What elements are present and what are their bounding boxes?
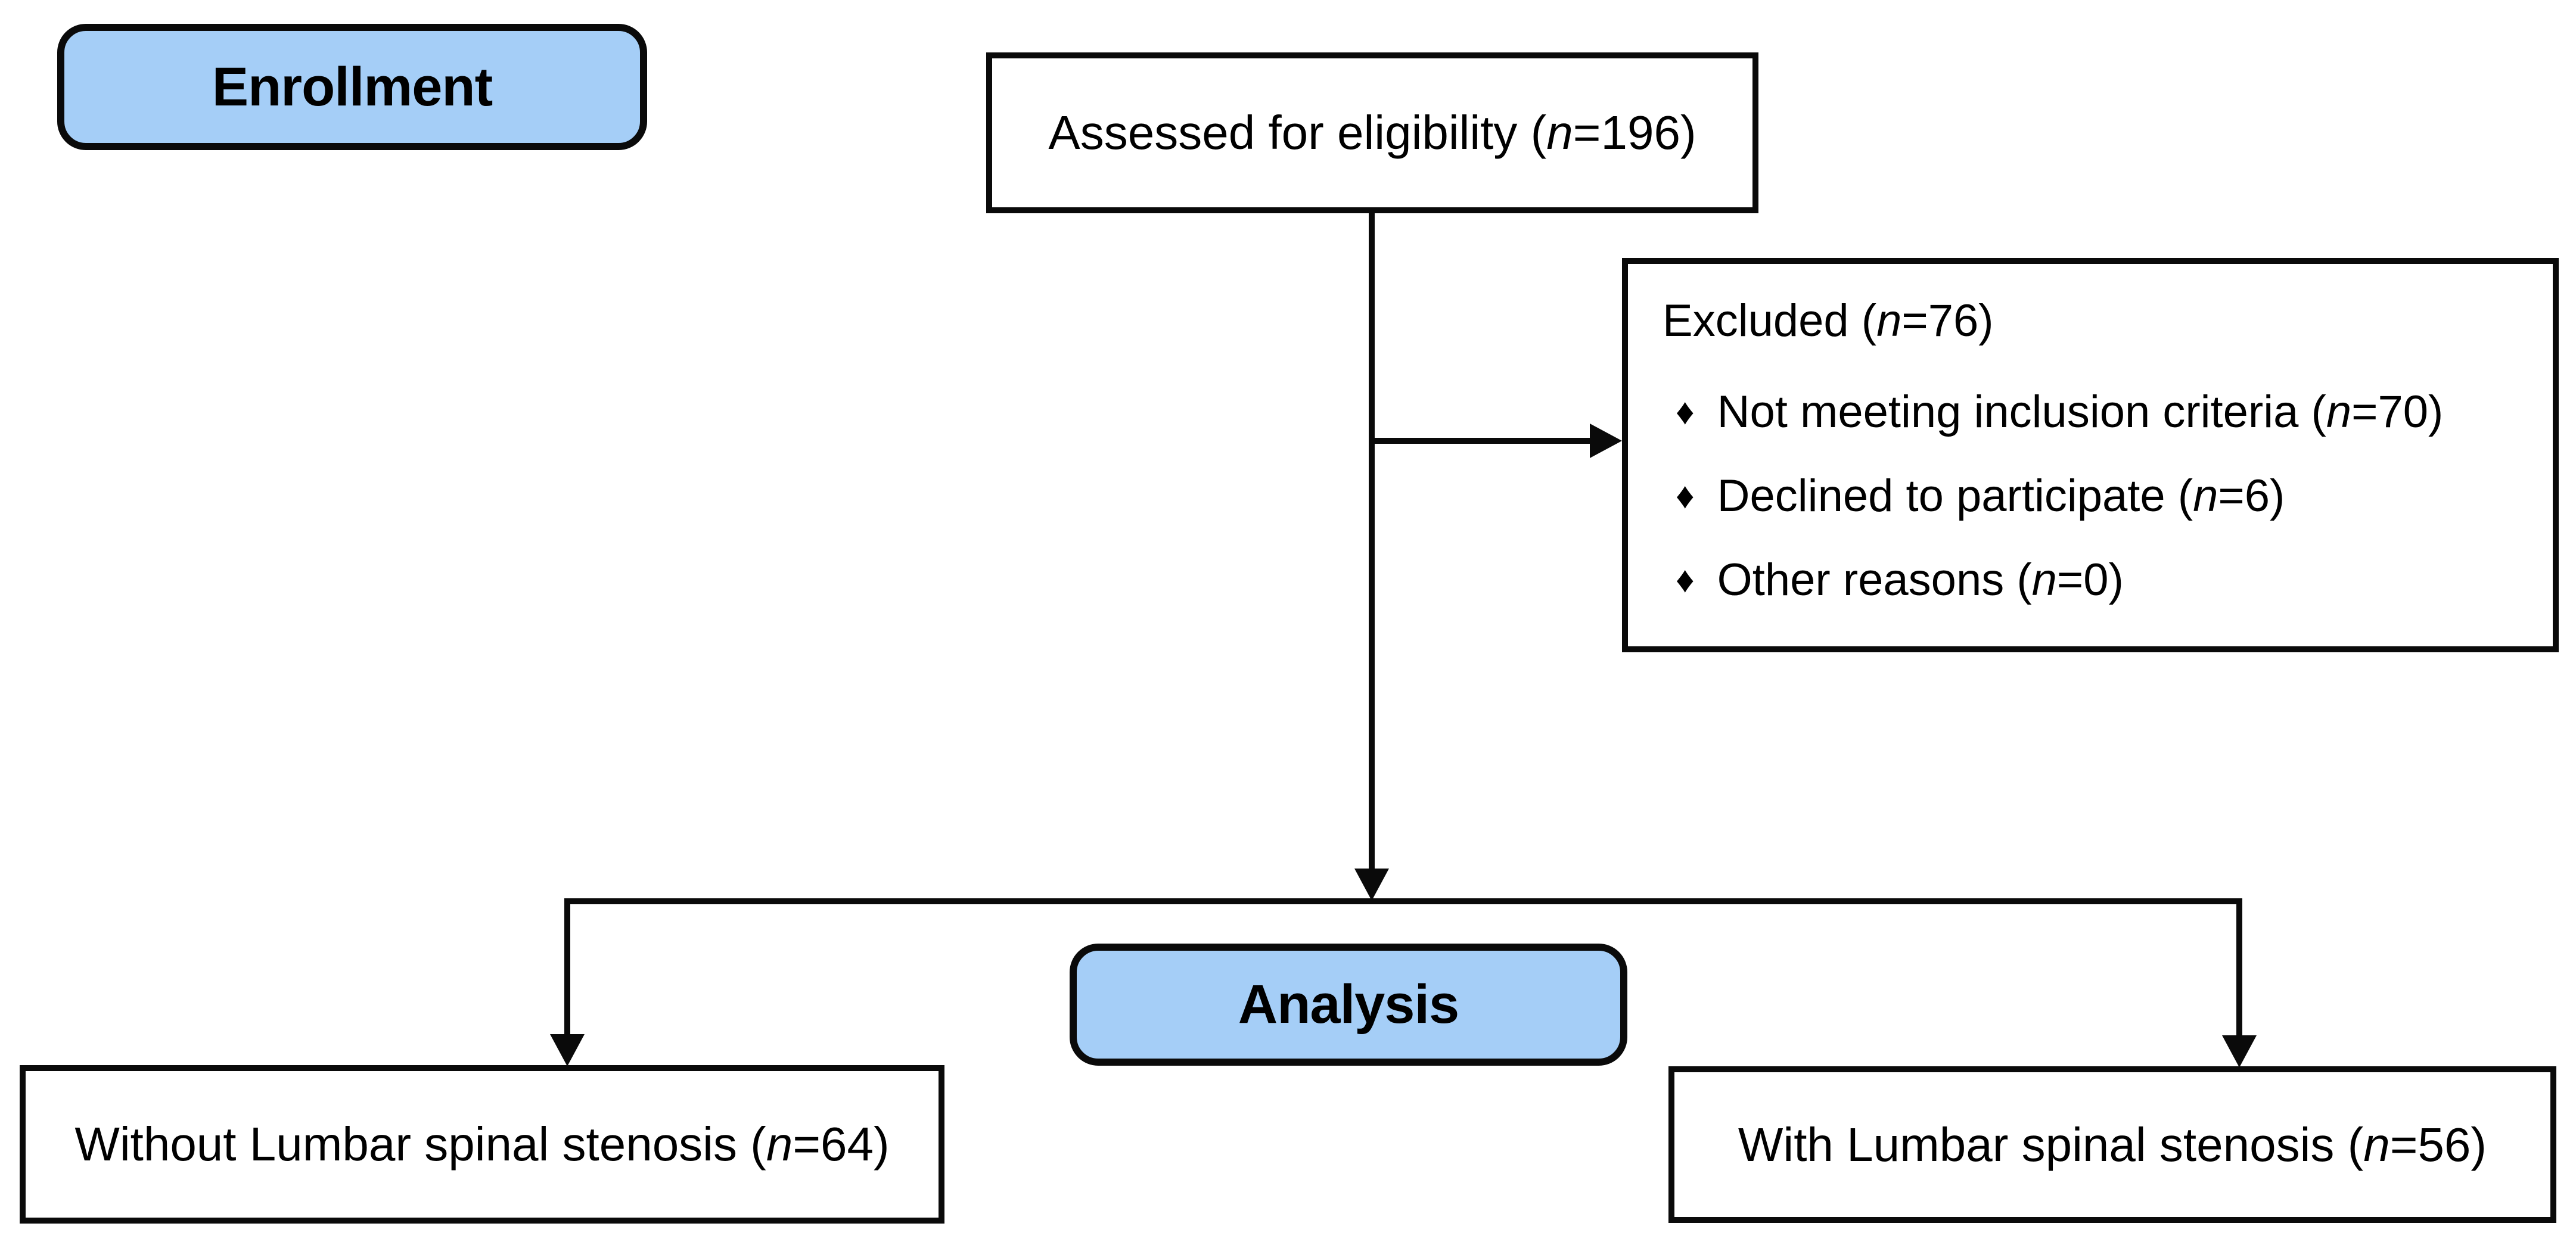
box-excluded: Excluded (n=76) ♦ Not meeting inclusion …: [1622, 258, 2559, 652]
diamond-bullet-icon: ♦: [1676, 475, 1695, 516]
connector-branch-to-excluded: [1372, 438, 1593, 444]
arrowhead-right-excluded: [1590, 424, 1622, 458]
without-group-text: Without Lumbar spinal stenosis (n=64): [74, 1118, 890, 1171]
stage-label-analysis: Analysis: [1070, 944, 1627, 1066]
excluded-item-not-meeting-criteria: ♦ Not meeting inclusion criteria (n=70): [1663, 384, 2523, 440]
box-assessed-for-eligibility: Assessed for eligibility (n=196): [986, 52, 1758, 213]
diamond-bullet-icon: ♦: [1676, 559, 1695, 600]
arrowhead-down-with: [2222, 1035, 2257, 1067]
excluded-item-text: Not meeting inclusion criteria (n=70): [1717, 387, 2444, 437]
excluded-title: Excluded (n=76): [1663, 295, 1994, 346]
analysis-label: Analysis: [1238, 974, 1459, 1035]
connector-split-horizontal: [564, 898, 2242, 904]
box-without-lumbar-spinal-stenosis: Without Lumbar spinal stenosis (n=64): [20, 1065, 944, 1224]
box-with-lumbar-spinal-stenosis: With Lumbar spinal stenosis (n=56): [1668, 1066, 2556, 1223]
excluded-item-declined: ♦ Declined to participate (n=6): [1663, 468, 2523, 524]
connector-split-to-without: [564, 898, 570, 1037]
excluded-item-text: Declined to participate (n=6): [1717, 471, 2285, 521]
enrollment-label: Enrollment: [212, 56, 493, 117]
assessed-text: Assessed for eligibility (n=196): [1048, 106, 1696, 159]
excluded-item-text: Other reasons (n=0): [1717, 555, 2124, 605]
diamond-bullet-icon: ♦: [1676, 391, 1695, 432]
excluded-item-other-reasons: ♦ Other reasons (n=0): [1663, 552, 2523, 608]
connector-assessed-to-split: [1369, 213, 1375, 874]
connector-split-to-with: [2236, 898, 2242, 1038]
stage-label-enrollment: Enrollment: [57, 24, 647, 150]
arrowhead-down-split: [1354, 869, 1389, 901]
with-group-text: With Lumbar spinal stenosis (n=56): [1738, 1118, 2487, 1171]
arrowhead-down-without: [550, 1034, 585, 1066]
